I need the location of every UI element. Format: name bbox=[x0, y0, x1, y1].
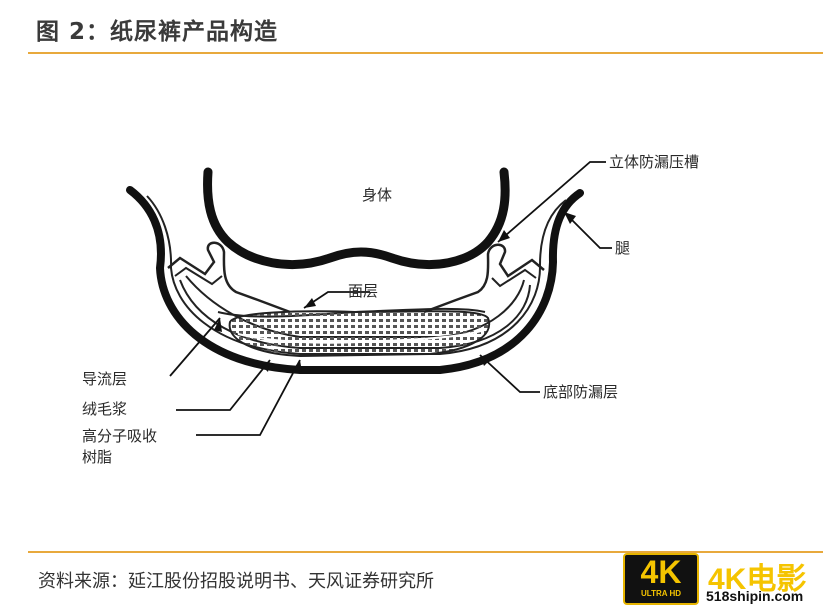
arrow-bottom bbox=[480, 355, 490, 366]
arrow-fluff bbox=[262, 360, 270, 372]
leader-bottom bbox=[479, 354, 540, 393]
label-leak-groove: 立体防漏压槽 bbox=[609, 153, 699, 171]
label-fluff-pulp: 绒毛浆 bbox=[82, 400, 127, 418]
label-sap-line2: 树脂 bbox=[82, 448, 112, 466]
leader-leak-groove bbox=[497, 161, 606, 243]
header-divider bbox=[28, 52, 823, 54]
arrowheads bbox=[214, 212, 576, 372]
leader-fluff bbox=[176, 359, 271, 411]
label-body: 身体 bbox=[362, 186, 392, 204]
leader-leg bbox=[563, 211, 612, 249]
source-note: 资料来源：延江股份招股说明书、天风证券研究所 bbox=[38, 571, 434, 592]
label-leg: 腿 bbox=[615, 239, 630, 257]
body-outline bbox=[203, 167, 510, 269]
figure-title: 图 2：纸尿裤产品构造 bbox=[36, 19, 279, 45]
left-leak-guard-inner bbox=[174, 266, 223, 286]
watermark-url: 518shipin.com bbox=[706, 588, 804, 604]
arrow-leg bbox=[564, 212, 576, 224]
watermark-logo-badge: 4K ULTRA HD bbox=[623, 553, 699, 605]
label-bottom-layer: 底部防漏层 bbox=[543, 383, 618, 401]
diaper-structure-diagram: 身体 立体防漏压槽 腿 面层 导流层 绒毛浆 高分子吸收 树脂 底部防漏层 bbox=[82, 153, 699, 466]
right-leak-guard-inner bbox=[491, 268, 537, 288]
arrow-surface bbox=[304, 298, 316, 308]
label-acquisition-layer: 导流层 bbox=[82, 370, 127, 388]
footer-divider bbox=[28, 551, 823, 553]
leader-sap bbox=[196, 359, 301, 436]
watermark-badge-uhd: ULTRA HD bbox=[641, 589, 681, 598]
arrow-leak-groove bbox=[498, 230, 510, 242]
arrow-acquisition bbox=[214, 318, 222, 332]
right-leak-guard bbox=[423, 243, 545, 314]
label-sap-line1: 高分子吸收 bbox=[82, 427, 157, 445]
core-inner-line bbox=[237, 329, 485, 344]
leader-acquisition bbox=[169, 317, 221, 377]
absorbent-core bbox=[228, 310, 491, 358]
watermark-brand: 4K电影 bbox=[708, 563, 807, 596]
left-leak-guard bbox=[167, 241, 291, 314]
label-surface-layer: 面层 bbox=[348, 282, 378, 300]
arrow-sap bbox=[294, 360, 302, 372]
watermark-badge-4k: 4K bbox=[640, 554, 682, 590]
